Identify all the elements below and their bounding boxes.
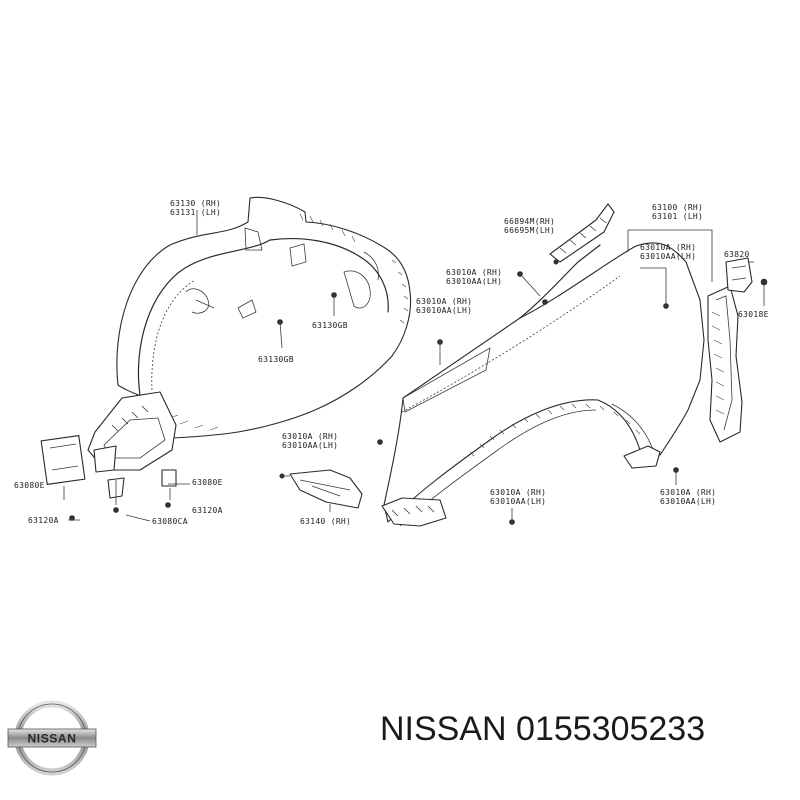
- callout-63010aa-2: 63010AA(LH): [416, 306, 472, 315]
- callout-63131: 63131 (LH): [170, 208, 221, 217]
- callout-63018e: 63018E: [738, 310, 769, 319]
- callout-63100: 63100 (RH): [652, 203, 703, 212]
- callout-63130: 63130 (RH): [170, 199, 221, 208]
- callout-63130gb-a: 63130GB: [312, 321, 348, 330]
- nissan-logo: NISSAN: [7, 700, 97, 776]
- callout-63130gb-b: 63130GB: [258, 355, 294, 364]
- wheel-arch-liner: [40, 196, 412, 522]
- nissan-logo-text: NISSAN: [28, 732, 77, 746]
- callout-63120a-b: 63120A: [192, 506, 223, 515]
- part-number-caption: NISSAN 0155305233: [380, 710, 706, 748]
- callout-66894m: 66894M(RH): [504, 217, 555, 226]
- callout-63120a-a: 63120A: [28, 516, 59, 525]
- callout-63010a-3: 63010A (RH): [640, 243, 696, 252]
- callout-63010a-5: 63010A (RH): [490, 488, 546, 497]
- callout-66695m: 66695M(LH): [504, 226, 555, 235]
- callout-63010aa-1: 63010AA(LH): [446, 277, 502, 286]
- fender-rear-protector: [707, 257, 768, 443]
- fender-seal-strip: [549, 203, 615, 265]
- callout-63010aa-4: 63010AA(LH): [282, 441, 338, 450]
- callout-63080e-a: 63080E: [14, 481, 45, 490]
- callout-63010a-1: 63010A (RH): [446, 268, 502, 277]
- callout-63140: 63140 (RH): [300, 517, 351, 526]
- callout-63010a-4: 63010A (RH): [282, 432, 338, 441]
- callout-63010aa-6: 63010AA(LH): [660, 497, 716, 506]
- callout-63080ca: 63080CA: [152, 517, 188, 526]
- callout-63010aa-5: 63010AA(LH): [490, 497, 546, 506]
- callout-63010aa-3: 63010AA(LH): [640, 252, 696, 261]
- callout-labels: 63130 (RH) 63131 (LH) 63130GB 63130GB 66…: [14, 199, 769, 526]
- front-fender: [377, 229, 713, 527]
- callout-63010a-2: 63010A (RH): [416, 297, 472, 306]
- callout-63010a-6: 63010A (RH): [660, 488, 716, 497]
- fender-bracket: [279, 469, 363, 512]
- callout-63080e-b: 63080E: [192, 478, 223, 487]
- callout-63101: 63101 (LH): [652, 212, 703, 221]
- callout-63820: 63820: [724, 250, 750, 259]
